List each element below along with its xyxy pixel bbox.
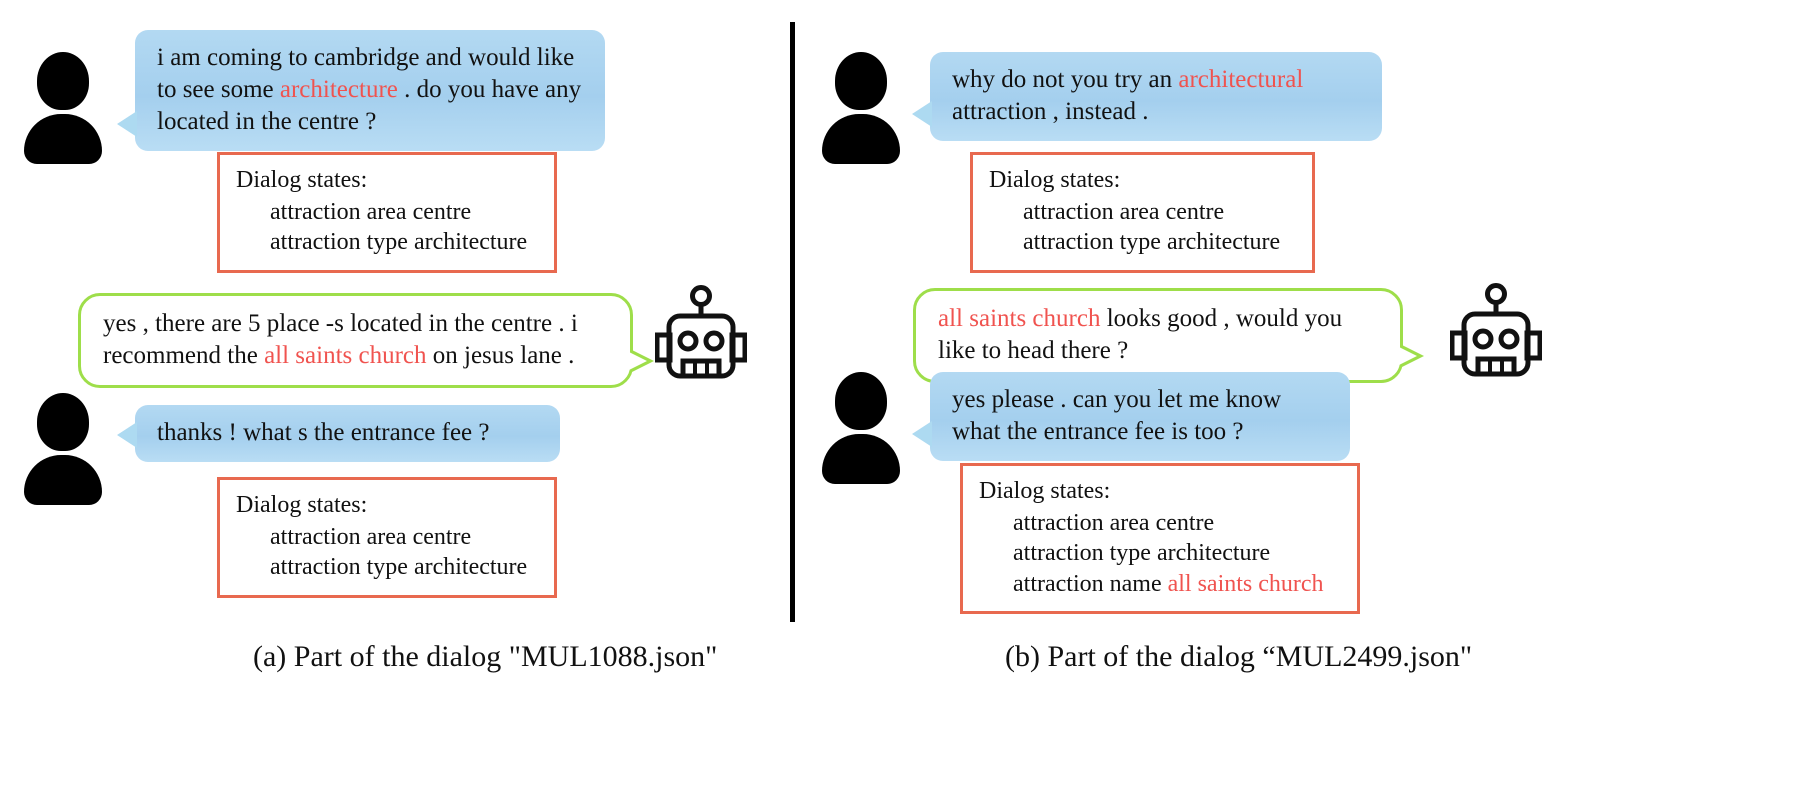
dialog-state-line: attraction area centre bbox=[270, 197, 538, 227]
plain-text: attraction type architecture bbox=[270, 554, 528, 581]
dialog-state-line: attraction area centre bbox=[270, 522, 538, 552]
plain-text: attraction , instead . bbox=[952, 98, 1149, 125]
panel-divider bbox=[790, 22, 795, 622]
plain-text: yes , there are 5 place -s located in th… bbox=[103, 310, 578, 369]
plain-text: looks good , would you like to head ther… bbox=[938, 305, 1343, 364]
panel-caption-a: (a) Part of the dialog "MUL1088.json" bbox=[253, 640, 718, 673]
panel-dialog-a: i am coming to cambridge and would like … bbox=[0, 0, 790, 804]
dialog-states-title: Dialog states: bbox=[989, 167, 1121, 193]
plain-text: attraction area centre bbox=[1013, 510, 1215, 537]
message-text: thanks ! what s the entrance fee ? bbox=[157, 419, 489, 446]
avatar-head bbox=[835, 372, 887, 430]
plain-text: i am coming to cambridge and would like … bbox=[157, 44, 575, 103]
plain-text: attraction area centre bbox=[270, 524, 472, 551]
dialog-states-title: Dialog states: bbox=[979, 478, 1111, 504]
robot-icon bbox=[1449, 283, 1543, 391]
plain-text: attraction name bbox=[1013, 570, 1168, 597]
bubble-tail-inner bbox=[629, 352, 647, 370]
message-text: yes please . can you let me know what th… bbox=[952, 386, 1281, 445]
dialog-state-line: attraction type architecture bbox=[270, 552, 538, 582]
dialog-state-line: attraction type architecture bbox=[1023, 227, 1296, 257]
highlighted-slot-value: all saints church bbox=[938, 305, 1101, 332]
avatar-head bbox=[37, 52, 89, 110]
user-avatar-icon bbox=[822, 372, 900, 484]
plain-text: . do you have any located in the centre … bbox=[157, 76, 582, 135]
message-text: i am coming to cambridge and would like … bbox=[157, 44, 581, 135]
plain-text: thanks ! what s the entrance fee ? bbox=[157, 419, 490, 446]
plain-text: attraction area centre bbox=[1023, 199, 1225, 226]
plain-text: attraction area centre bbox=[270, 199, 472, 226]
user-avatar-icon bbox=[24, 52, 102, 164]
avatar-head bbox=[37, 393, 89, 451]
user-message-bubble: i am coming to cambridge and would like … bbox=[117, 30, 605, 151]
message-text: why do not you try an architectural attr… bbox=[952, 66, 1303, 125]
bubble-tail bbox=[912, 101, 932, 127]
dialog-states-title: Dialog states: bbox=[236, 167, 368, 193]
highlighted-slot-value: architectural bbox=[1178, 66, 1304, 93]
dialog-states-box: Dialog states: attraction area centre at… bbox=[970, 152, 1315, 273]
dialog-states-box: Dialog states: attraction area centre at… bbox=[217, 477, 557, 598]
highlighted-slot-value: all saints church bbox=[264, 342, 427, 369]
dialog-state-line: attraction type architecture bbox=[1013, 538, 1341, 568]
panel-dialog-b: why do not you try an architectural attr… bbox=[800, 0, 1794, 804]
bubble-tail bbox=[117, 422, 137, 448]
avatar-body bbox=[24, 455, 102, 505]
avatar-body bbox=[24, 114, 102, 164]
bubble-tail bbox=[912, 421, 932, 447]
bot-message-bubble: all saints church looks good , would you… bbox=[913, 288, 1424, 383]
plain-text: on jesus lane . bbox=[426, 342, 575, 369]
highlighted-slot-value: all saints church bbox=[1167, 570, 1324, 597]
user-avatar-icon bbox=[24, 393, 102, 505]
bubble-tail bbox=[117, 111, 137, 137]
dialog-states-title: Dialog states: bbox=[236, 492, 368, 518]
bot-message-bubble: yes , there are 5 place -s located in th… bbox=[78, 293, 654, 388]
dialog-state-line: attraction type architecture bbox=[270, 227, 538, 257]
message-text: all saints church looks good , would you… bbox=[938, 305, 1342, 364]
plain-text: yes please . can you let me know what th… bbox=[952, 386, 1282, 445]
dialog-state-line: attraction name all saints church bbox=[1013, 569, 1341, 599]
plain-text: attraction type architecture bbox=[270, 229, 528, 256]
panel-caption-b: (b) Part of the dialog “MUL2499.json" bbox=[1005, 640, 1473, 673]
dialog-state-line: attraction area centre bbox=[1023, 197, 1296, 227]
avatar-body bbox=[822, 114, 900, 164]
message-text: yes , there are 5 place -s located in th… bbox=[103, 310, 578, 369]
user-message-bubble: thanks ! what s the entrance fee ? bbox=[117, 405, 560, 462]
plain-text: attraction type architecture bbox=[1023, 229, 1281, 256]
dialog-state-line: attraction area centre bbox=[1013, 508, 1341, 538]
bubble-tail-inner bbox=[1399, 347, 1417, 365]
user-message-bubble: why do not you try an architectural attr… bbox=[912, 52, 1382, 141]
plain-text: attraction type architecture bbox=[1013, 540, 1271, 567]
dialog-states-box: Dialog states: attraction area centre at… bbox=[217, 152, 557, 273]
avatar-head bbox=[835, 52, 887, 110]
user-avatar-icon bbox=[822, 52, 900, 164]
highlighted-slot-value: architecture bbox=[279, 76, 398, 103]
user-message-bubble: yes please . can you let me know what th… bbox=[912, 372, 1350, 461]
plain-text: why do not you try an bbox=[952, 66, 1179, 93]
robot-icon bbox=[654, 285, 748, 393]
avatar-body bbox=[822, 434, 900, 484]
dialog-states-box: Dialog states: attraction area centre at… bbox=[960, 463, 1360, 614]
